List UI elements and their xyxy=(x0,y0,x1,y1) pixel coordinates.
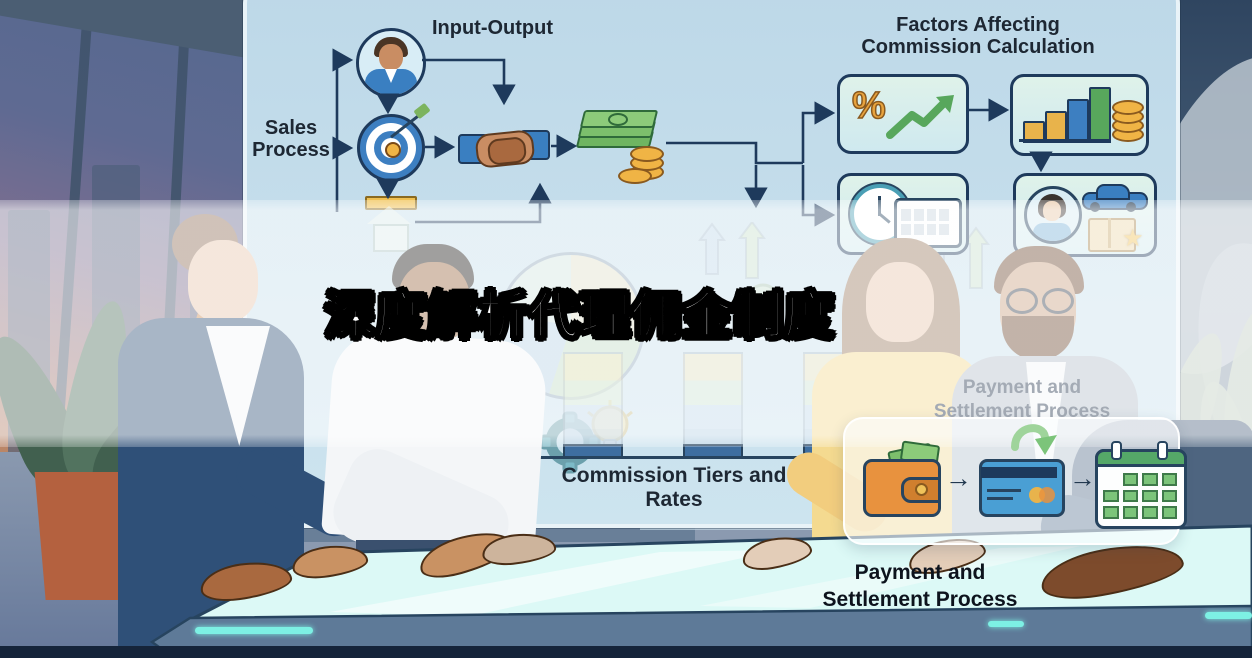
coin xyxy=(1112,100,1144,115)
coin xyxy=(618,168,652,184)
page-title: 深度解析代理佣金制度 xyxy=(324,287,835,345)
percent-trend-icon xyxy=(886,95,954,139)
calendar-grid xyxy=(1103,473,1177,519)
payment-flow-panel: → → xyxy=(843,417,1187,545)
chart-bar xyxy=(1045,111,1067,143)
wallet-clasp xyxy=(915,483,928,496)
factor-box-rate: % xyxy=(837,74,969,154)
chart-bar xyxy=(1067,99,1089,143)
caption-line1: Payment and xyxy=(854,561,986,584)
frosted-overlay-band xyxy=(0,200,1252,447)
avatar-face xyxy=(379,44,403,70)
sales-flow-heading: Input-Output xyxy=(431,17,554,39)
calendar-header xyxy=(1095,449,1187,467)
target-bullseye xyxy=(385,142,401,158)
calendar-ring xyxy=(1111,441,1122,460)
transfer-arrow-icon xyxy=(1011,424,1057,455)
car-cabin xyxy=(1096,184,1130,200)
commission-tiers-label: Commission Tiers and Rates xyxy=(561,464,787,511)
card-line xyxy=(987,497,1013,500)
cash-coins-icon xyxy=(575,108,664,184)
card-stripe xyxy=(981,467,1057,478)
payment-process-faded-label: Payment and Settlement Process xyxy=(933,377,1111,422)
chart-bar xyxy=(1023,121,1045,143)
plant-pot xyxy=(34,472,132,600)
factors-heading: Factors Affecting Commission Calculation xyxy=(861,14,1095,59)
bottom-shadow-strip xyxy=(0,646,1252,658)
caption-line2: Settlement Process xyxy=(822,587,1018,611)
credit-card-icon xyxy=(979,459,1065,517)
table-glow-strip xyxy=(1205,612,1252,619)
chart-bar xyxy=(1089,87,1111,143)
calendar-ring xyxy=(1157,441,1168,460)
card-logo-circle xyxy=(1039,487,1055,503)
table-glow-strip xyxy=(195,627,313,634)
factor-box-revenue xyxy=(1010,74,1149,156)
calendar-icon xyxy=(1095,441,1187,529)
chart-axis xyxy=(1019,139,1111,142)
target-arrow-icon xyxy=(357,102,431,182)
coin xyxy=(630,146,664,162)
arrow-right-icon: → xyxy=(1069,463,1096,493)
banknote-oval xyxy=(608,113,628,126)
wallet-icon xyxy=(863,440,941,517)
tier-axis-line xyxy=(540,456,918,459)
percent-glyph: % xyxy=(851,84,886,128)
wallet-flap xyxy=(901,477,941,503)
payment-process-caption: Payment and Settlement Process xyxy=(800,560,1040,614)
sales-process-label: Sales Process xyxy=(252,117,330,162)
table-glow-strip xyxy=(988,621,1024,627)
arrow-right-icon: → xyxy=(945,463,972,493)
card-line xyxy=(987,489,1021,492)
handshake-icon xyxy=(458,118,550,174)
